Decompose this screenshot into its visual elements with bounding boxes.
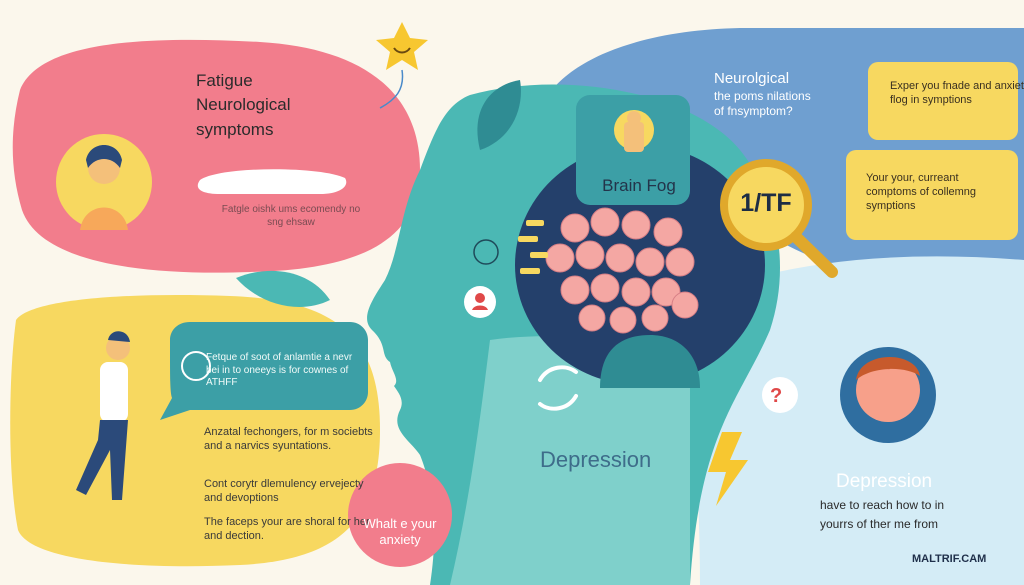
watermark: MALTRIF.CAM xyxy=(912,553,987,565)
leaf-middle xyxy=(236,270,330,307)
magnifier-lens xyxy=(720,159,812,251)
anxiety-circle-text: Whalt e your anxiety xyxy=(363,516,437,548)
anxiety-circle xyxy=(348,463,452,567)
neuro-header-line-3: of fnsymptom? xyxy=(714,103,793,118)
brain-fog-label: Brain Fog xyxy=(602,176,676,195)
star-smiley-icon xyxy=(376,22,428,70)
yellow-paragraph-1: Anzatal fechongers, for m sociebts and a… xyxy=(204,426,373,452)
neuro-header-line-1: Neurolgical xyxy=(714,70,790,87)
right-card-2-text: Your your, curreant comptoms of collemng… xyxy=(866,172,977,212)
pink-panel-caption: Fatgle oishk ums ecomendy no sng ehsaw xyxy=(221,204,361,228)
head-inner-light xyxy=(450,336,690,585)
leaf-top xyxy=(477,80,521,150)
title-line-fatigue: Fatigue xyxy=(196,71,253,90)
right-card-2 xyxy=(846,150,1018,240)
pink-panel-title: Fatigue Neurological symptoms xyxy=(196,70,346,143)
yellow-paragraph-2: Cont corytr dlemulency ervejecty and dev… xyxy=(204,478,364,504)
speech-bubble xyxy=(160,322,368,420)
depression-sub-line-2: yourrs of ther me from xyxy=(820,516,939,531)
depression-right-subtitle: have to reach how to in yourrs of ther m… xyxy=(820,496,1020,533)
depression-center-label: Depression xyxy=(540,447,652,472)
right-card-1-text: Exper you fnade and anxiety flog in symp… xyxy=(890,80,1024,106)
question-mark-glyph: ? xyxy=(770,385,783,407)
neuro-header: Neurolgical the poms nilations of fnsymp… xyxy=(714,70,884,119)
depression-sub-line-1: have to reach how to in xyxy=(820,498,945,512)
pillow xyxy=(197,169,347,194)
brain-cells xyxy=(545,207,699,334)
title-line-symptoms: symptoms xyxy=(196,119,274,139)
bush xyxy=(600,335,700,388)
cycle-arrows-icon xyxy=(538,365,578,411)
depression-right-title: Depression xyxy=(836,471,933,492)
right-card-1 xyxy=(868,62,1018,140)
sad-face-icon xyxy=(473,239,499,265)
lightning-icon xyxy=(708,432,748,506)
neuro-header-line-2: the poms nilations xyxy=(714,88,811,103)
title-line-neurological: Neurological xyxy=(196,95,291,115)
walking-man xyxy=(76,331,130,500)
magnifier-label: 1/TF xyxy=(740,189,792,217)
yellow-paragraph-3: The faceps your are shoral for her and d… xyxy=(204,516,370,542)
question-bubble-icon xyxy=(762,377,798,413)
speech-bubble-text: Fetque of soot of anlamtie a nevr bei in… xyxy=(206,352,353,388)
